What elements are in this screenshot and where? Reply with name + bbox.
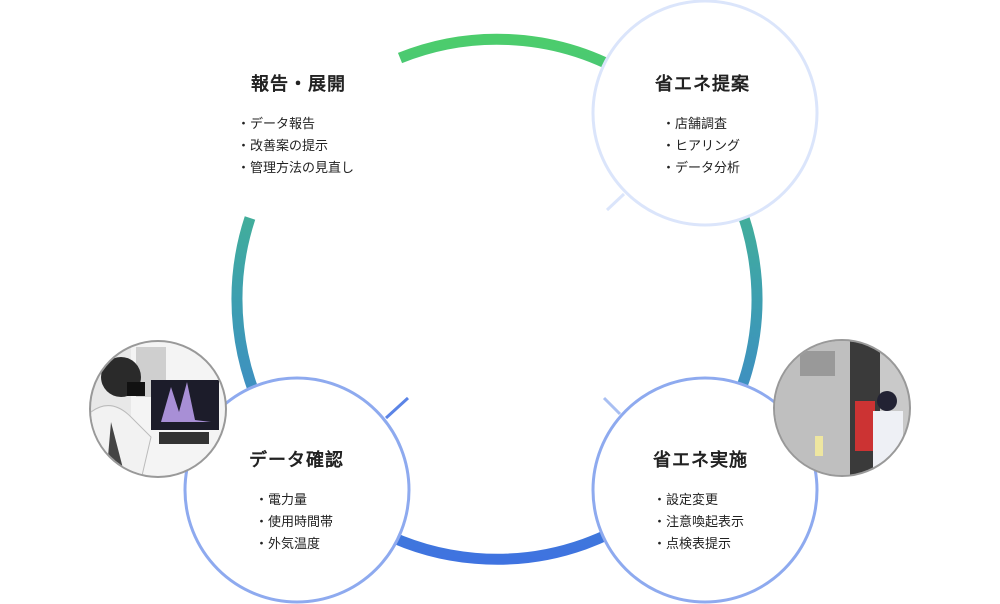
office-worker-illustration <box>91 347 219 476</box>
electrical-panel-illustration <box>775 341 903 475</box>
step-data-check: データ確認 電力量 使用時間帯 外気温度 <box>249 446 344 556</box>
step-item: 店舗調査 <box>662 114 750 136</box>
photo-data-check <box>89 340 227 478</box>
step-item: 電力量 <box>255 490 344 512</box>
step-title: データ確認 <box>249 450 344 471</box>
step-item: データ分析 <box>662 158 750 180</box>
step-item: 設定変更 <box>653 490 748 512</box>
step-item: 管理方法の見直し <box>237 158 354 180</box>
connector-tick <box>605 192 626 212</box>
step-item: 使用時間帯 <box>255 512 344 534</box>
connector-tick <box>384 396 410 420</box>
step-title: 報告・展開 <box>251 74 346 95</box>
step-item: 点検表提示 <box>653 534 748 556</box>
step-title: 省エネ提案 <box>655 74 750 95</box>
step-implement: 省エネ実施 設定変更 注意喚起表示 点検表提示 <box>653 446 748 556</box>
photo-implementation <box>773 339 911 477</box>
connector-tick <box>602 396 622 416</box>
step-item: 改善案の提示 <box>237 136 354 158</box>
step-item: データ報告 <box>237 114 354 136</box>
step-title: 省エネ実施 <box>653 450 748 471</box>
step-item: 外気温度 <box>255 534 344 556</box>
step-proposal: 省エネ提案 店舗調査 ヒアリング データ分析 <box>650 70 750 180</box>
step-circle-proposal <box>591 0 819 227</box>
step-item: 注意喚起表示 <box>653 512 748 534</box>
step-report: 報告・展開 データ報告 改善案の提示 管理方法の見直し <box>233 70 354 180</box>
step-item: ヒアリング <box>662 136 750 158</box>
